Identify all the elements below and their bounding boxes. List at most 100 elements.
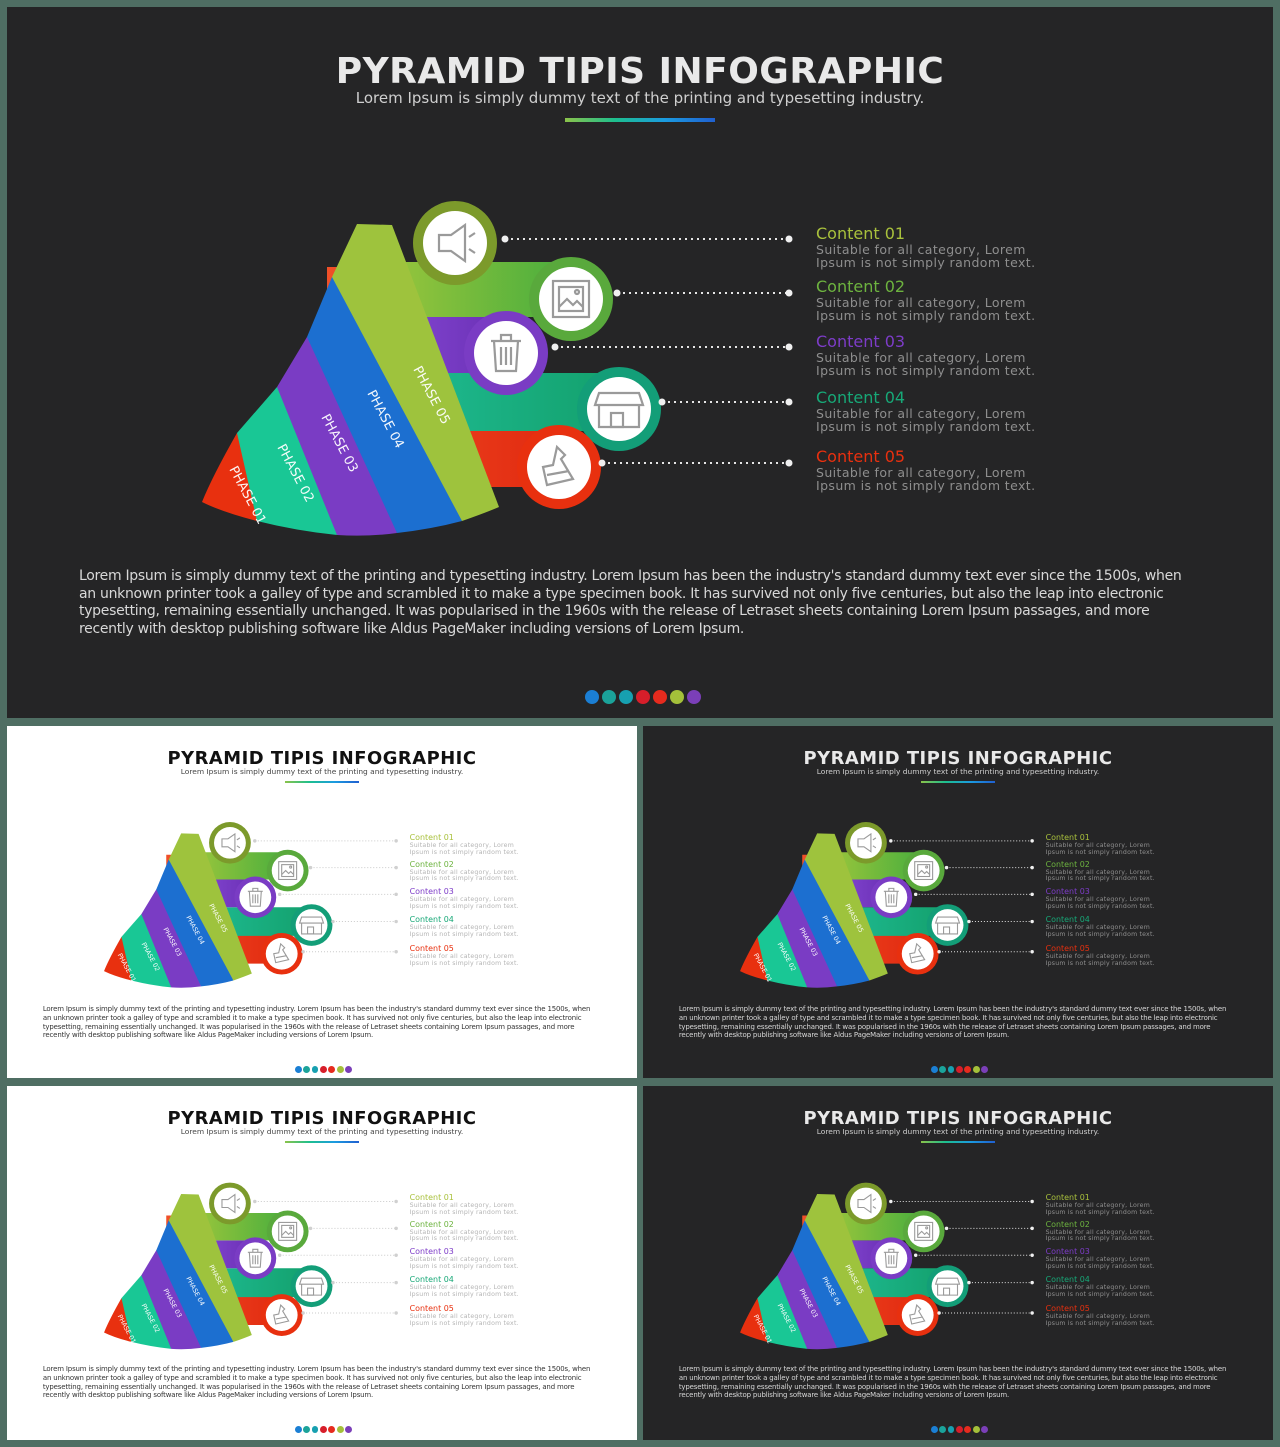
leader-dot — [658, 398, 666, 406]
color-dot — [964, 1065, 972, 1073]
icon-circle-5 — [896, 932, 939, 975]
icon-circle-3 — [464, 311, 548, 395]
color-dot — [294, 1065, 302, 1073]
leader-dot — [253, 1199, 257, 1204]
leader-dot — [1030, 1311, 1034, 1315]
content-title: Content 05 — [409, 944, 454, 954]
cone-stripe-3 — [277, 337, 397, 536]
leader-dot — [937, 1311, 941, 1315]
content-description: Suitable for all category, Lorem Ipsum i… — [816, 406, 1036, 434]
content-description: Suitable for all category, Lorem Ipsum i… — [409, 1228, 519, 1243]
color-dot — [619, 690, 633, 704]
icon-circle-4 — [577, 367, 661, 451]
icon-circle-4 — [290, 904, 333, 946]
color-dot — [311, 1065, 319, 1073]
leader-dot — [277, 892, 282, 897]
slide-thumbnail-1[interactable]: PHASE 01 PHASE 02 PHASE 03 PHASE 04 PHAS… — [7, 726, 637, 1078]
slide-thumbnail-3[interactable]: PHASE 01 PHASE 02 PHASE 03 PHASE 04 PHAS… — [7, 1086, 637, 1440]
color-dots — [294, 1065, 354, 1073]
content-title: Content 04 — [409, 1275, 454, 1285]
icon-circle-4 — [926, 1265, 969, 1308]
leader-dot — [785, 235, 793, 243]
slide-thumbnail-2[interactable]: PHASE 01 PHASE 02 PHASE 03 PHASE 04 PHAS… — [643, 726, 1273, 1078]
color-dot — [955, 1425, 963, 1433]
slide-title: PYRAMID TIPIS INFOGRAPHIC — [167, 1107, 477, 1129]
trash-icon — [491, 333, 521, 373]
icon-circle-1 — [209, 1182, 251, 1225]
leader-dot — [394, 919, 398, 924]
color-dot — [319, 1065, 327, 1073]
leader-dot — [253, 839, 257, 843]
content-description: Suitable for all category, Lorem Ipsum i… — [409, 1313, 519, 1327]
leader-dot — [394, 1311, 398, 1315]
content-title: Content 01 — [409, 1193, 454, 1203]
flask-icon — [909, 1303, 926, 1325]
content-title: Content 03 — [409, 887, 454, 897]
color-dot — [585, 690, 599, 704]
slide-subtitle: Lorem Ipsum is simply dummy text of the … — [355, 89, 925, 107]
leader-dot — [785, 289, 793, 297]
color-dots — [930, 1065, 990, 1073]
flask-icon — [273, 942, 290, 964]
color-dots — [930, 1425, 990, 1433]
pyramid-graphic: PHASE 01 PHASE 02 PHASE 03 PHASE 04 PHAS… — [104, 822, 398, 988]
image-icon — [914, 861, 934, 881]
leader-dot — [394, 839, 398, 843]
content-title: Content 02 — [409, 859, 454, 869]
color-dot — [345, 1425, 353, 1433]
store-icon — [934, 1277, 961, 1296]
icon-circle-1 — [413, 201, 497, 285]
cone-stripe-5 — [332, 224, 499, 521]
body-paragraph: Lorem Ipsum is simply dummy text of the … — [678, 1365, 1227, 1400]
content-title: Content 02 — [1045, 859, 1090, 869]
content-description: Suitable for all category, Lorem Ipsum i… — [409, 1256, 519, 1270]
leader-dot — [613, 289, 621, 297]
color-dot — [939, 1425, 947, 1433]
content-description: Suitable for all category, Lorem Ipsum i… — [1045, 842, 1155, 856]
leader-dot — [1030, 950, 1034, 954]
leader-dot — [394, 950, 398, 954]
leader-dot — [301, 950, 305, 954]
content-title: Content 02 — [409, 1219, 454, 1229]
icon-circle-5 — [517, 425, 601, 509]
leader-dot — [394, 892, 398, 897]
leader-dot — [308, 1226, 313, 1231]
leader-dot — [785, 398, 793, 406]
leader-dot — [308, 865, 313, 870]
leader-dot — [944, 1226, 949, 1231]
color-dot — [972, 1065, 980, 1073]
color-dot — [964, 1425, 972, 1433]
content-description: Suitable for all category, Lorem Ipsum i… — [1045, 1284, 1155, 1298]
icon-circle-1 — [209, 822, 251, 864]
color-dots — [294, 1425, 354, 1433]
icon-circle-1 — [845, 822, 887, 864]
leader-dot — [1030, 892, 1034, 897]
megaphone-icon — [221, 832, 241, 853]
leader-dot — [301, 1311, 305, 1315]
color-dots — [585, 690, 704, 704]
leader-lines — [505, 238, 789, 464]
content-description: Suitable for all category, Lorem Ipsum i… — [1045, 924, 1155, 938]
content-description: Suitable for all category, Lorem Ipsum i… — [409, 842, 519, 856]
content-title: Content 01 — [409, 833, 454, 843]
color-dot — [303, 1065, 311, 1073]
slide-thumbnail-4[interactable]: PHASE 01 PHASE 02 PHASE 03 PHASE 04 PHAS… — [643, 1086, 1273, 1440]
color-dot — [319, 1425, 327, 1433]
cone-stripe-3 — [777, 1250, 838, 1350]
cone-stripe-4 — [307, 267, 462, 533]
body-paragraph: Lorem Ipsum is simply dummy text of the … — [79, 568, 1182, 637]
content-title: Content 02 — [816, 277, 906, 296]
megaphone-icon — [437, 222, 476, 264]
icon-circle-5 — [260, 932, 303, 975]
content-description: Suitable for all category, Lorem Ipsum i… — [816, 242, 1036, 270]
leader-dot — [277, 1253, 282, 1258]
slide-subtitle: Lorem Ipsum is simply dummy text of the … — [816, 1126, 1100, 1136]
color-dot — [947, 1425, 955, 1433]
color-dot — [670, 690, 684, 704]
leader-dot — [1030, 1280, 1034, 1285]
leader-dot — [394, 1226, 398, 1231]
